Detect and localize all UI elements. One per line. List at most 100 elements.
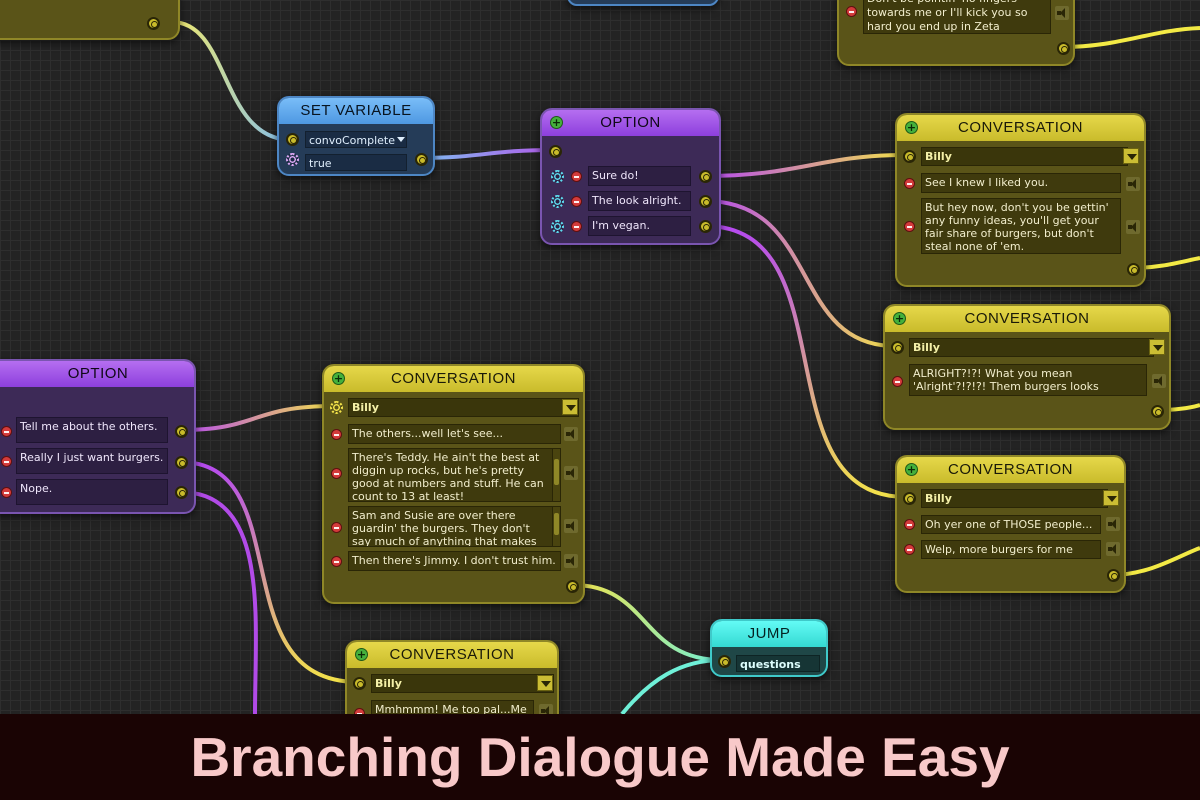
gear-icon[interactable] (551, 195, 564, 208)
remove-line-button[interactable] (892, 376, 903, 387)
jump-node[interactable]: JUMP questions (710, 619, 828, 677)
option-choice-1[interactable]: Sure do! (588, 166, 691, 186)
output-port[interactable] (415, 153, 428, 166)
remove-option-button[interactable] (571, 171, 582, 182)
remove-line-button[interactable] (331, 468, 342, 479)
speaker-select[interactable]: Billy (348, 398, 579, 417)
output-port[interactable] (699, 170, 712, 183)
chevron-down-icon[interactable] (1123, 148, 1139, 164)
speaker-icon[interactable] (1106, 542, 1120, 556)
variable-value-field[interactable]: true (305, 154, 407, 171)
set-variable-node-partial-top[interactable] (567, 0, 719, 6)
option-choice-3[interactable]: I'm vegan. (588, 216, 691, 236)
dialogue-line[interactable]: See I knew I liked you. (921, 173, 1121, 193)
remove-line-button[interactable] (904, 544, 915, 555)
output-port[interactable] (1057, 42, 1070, 55)
option-choice-2[interactable]: The look alright. (588, 191, 691, 211)
remove-line-button[interactable] (904, 221, 915, 232)
speaker-select[interactable]: Billy (921, 489, 1108, 508)
conversation-node-vegan[interactable]: CONVERSATION + Billy Oh yer one of THOSE… (895, 455, 1126, 593)
gear-icon[interactable] (330, 401, 343, 414)
dialogue-line[interactable]: Then there's Jimmy. I don't trust him. (348, 551, 561, 571)
conversation-node-others[interactable]: CONVERSATION + Billy The others...well l… (322, 364, 585, 604)
remove-option-button[interactable] (1, 487, 12, 498)
output-port[interactable] (699, 220, 712, 233)
dialogue-line[interactable]: Sam and Susie are over there guardin' th… (348, 506, 561, 547)
speaker-select[interactable]: Billy (909, 338, 1154, 357)
output-port[interactable] (147, 17, 160, 30)
remove-line-button[interactable] (331, 429, 342, 440)
speaker-icon[interactable] (1152, 374, 1166, 388)
chevron-down-icon[interactable] (537, 675, 553, 691)
output-port[interactable] (175, 456, 188, 469)
output-port[interactable] (1107, 569, 1120, 582)
gear-icon[interactable] (551, 220, 564, 233)
add-line-button[interactable]: + (332, 372, 345, 385)
set-variable-node[interactable]: SET VARIABLE convoComplete true (277, 96, 435, 176)
speaker-icon[interactable] (1106, 517, 1120, 531)
speaker-icon[interactable] (564, 519, 578, 533)
input-port[interactable] (718, 655, 731, 668)
remove-option-button[interactable] (571, 221, 582, 232)
remove-line-button[interactable] (331, 556, 342, 567)
conversation-node-partial-top-left[interactable] (0, 0, 180, 40)
dialogue-line[interactable]: There's Teddy. He ain't the best at digg… (348, 448, 561, 502)
dialogue-line[interactable]: Don't be pointin' no fingers towards me … (863, 0, 1051, 34)
input-port[interactable] (903, 150, 916, 163)
remove-option-button[interactable] (1, 456, 12, 467)
remove-option-button[interactable] (1, 426, 12, 437)
remove-option-button[interactable] (571, 196, 582, 207)
dialogue-line[interactable]: But hey now, don't you be gettin' any fu… (921, 198, 1121, 254)
remove-line-button[interactable] (904, 519, 915, 530)
scrollbar[interactable] (552, 449, 560, 501)
output-port[interactable] (175, 486, 188, 499)
input-port[interactable] (903, 492, 916, 505)
option-node-left[interactable]: OPTION Tell me about the others. Really … (0, 359, 196, 514)
dialogue-line[interactable]: The others...well let's see... (348, 424, 561, 444)
chevron-down-icon[interactable] (562, 399, 578, 415)
output-port[interactable] (566, 580, 579, 593)
conversation-node-alright[interactable]: CONVERSATION + Billy ALRIGHT?!?! What yo… (883, 304, 1171, 430)
chevron-down-icon[interactable] (1103, 490, 1119, 506)
gear-icon[interactable] (551, 170, 564, 183)
variable-select[interactable]: convoComplete (305, 131, 407, 148)
speaker-icon[interactable] (564, 427, 578, 441)
speaker-select[interactable]: Billy (921, 147, 1128, 166)
output-port[interactable] (1151, 405, 1164, 418)
speaker-icon[interactable] (564, 554, 578, 568)
speaker-select[interactable]: Billy (371, 674, 554, 693)
conversation-node-sure[interactable]: CONVERSATION + Billy See I knew I liked … (895, 113, 1146, 287)
dialogue-line[interactable]: ALRIGHT?!?! What you mean 'Alright'?!?!?… (909, 364, 1147, 396)
input-port[interactable] (891, 341, 904, 354)
option-choice-2[interactable]: Really I just want burgers. (16, 448, 168, 474)
jump-target-field[interactable]: questions (736, 655, 820, 672)
option-choice-1[interactable]: Tell me about the others. (16, 417, 168, 443)
speaker-icon[interactable] (1126, 177, 1140, 191)
output-port[interactable] (1127, 263, 1140, 276)
output-port[interactable] (699, 195, 712, 208)
conversation-node-top-right[interactable]: Don't be pointin' no fingers towards me … (837, 0, 1075, 66)
speaker-icon[interactable] (1055, 6, 1069, 20)
option-node-top[interactable]: OPTION + Sure do! The look alright. I'm … (540, 108, 721, 245)
add-option-button[interactable]: + (550, 116, 563, 129)
output-port[interactable] (175, 425, 188, 438)
dialogue-line[interactable]: Oh yer one of THOSE people... (921, 515, 1101, 534)
speaker-icon[interactable] (564, 466, 578, 480)
input-port[interactable] (549, 145, 562, 158)
dialogue-line[interactable]: Welp, more burgers for me then. (921, 540, 1101, 559)
scrollbar[interactable] (552, 507, 560, 546)
gear-icon[interactable] (286, 153, 299, 166)
option-choice-3[interactable]: Nope. (16, 479, 168, 505)
chevron-down-icon[interactable] (397, 137, 405, 142)
chevron-down-icon[interactable] (1149, 339, 1165, 355)
add-line-button[interactable]: + (355, 648, 368, 661)
input-port[interactable] (286, 133, 299, 146)
speaker-icon[interactable] (1126, 220, 1140, 234)
input-port[interactable] (353, 677, 366, 690)
add-line-button[interactable]: + (905, 121, 918, 134)
remove-line-button[interactable] (331, 522, 342, 533)
remove-line-button[interactable] (904, 178, 915, 189)
add-line-button[interactable]: + (893, 312, 906, 325)
add-line-button[interactable]: + (905, 463, 918, 476)
